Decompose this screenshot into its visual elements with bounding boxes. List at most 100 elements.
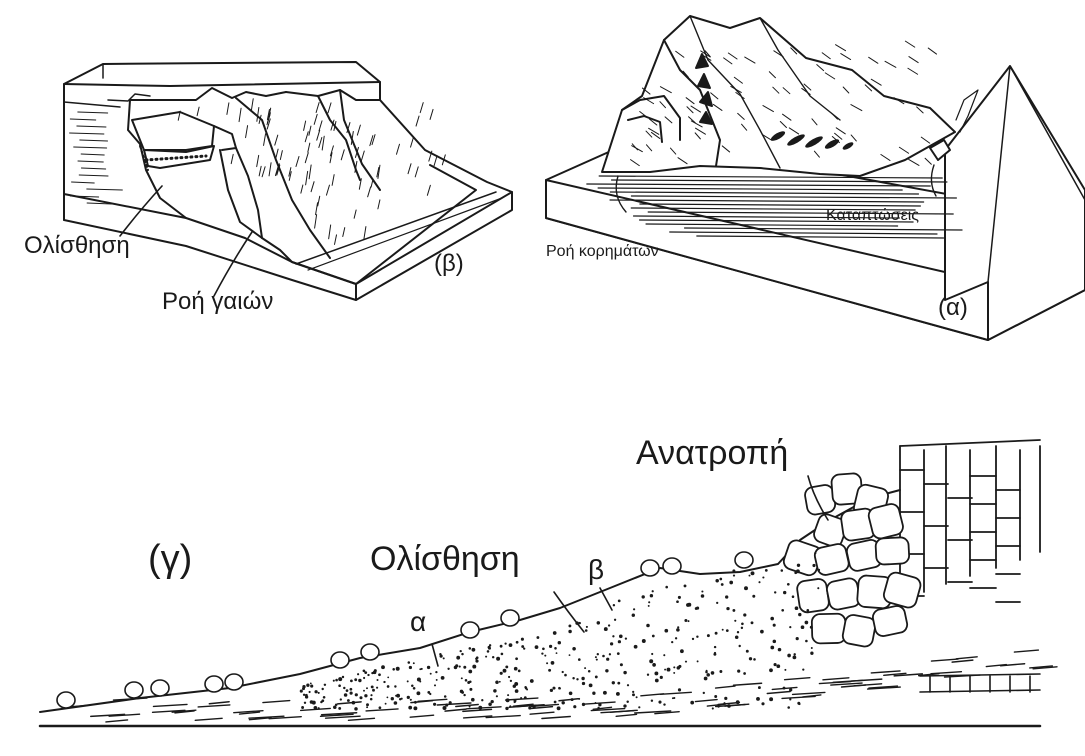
sediment-dot <box>391 697 394 700</box>
sediment-dot <box>677 626 679 628</box>
sediment-dot <box>705 671 708 674</box>
sediment-dot <box>703 692 705 694</box>
grass-stroke <box>368 187 371 197</box>
sediment-dot <box>701 590 703 592</box>
sediment-dot <box>776 664 780 668</box>
sediment-dot <box>363 690 365 692</box>
strata-stroke <box>81 154 104 155</box>
sediment-dot <box>500 645 503 648</box>
sediment-dot <box>376 687 378 689</box>
grass-stroke <box>197 107 199 115</box>
sediment-dot <box>491 700 494 703</box>
sediment-dot <box>413 662 415 664</box>
sediment-dot <box>761 702 764 705</box>
sediment-dot <box>818 569 820 571</box>
grass-stroke <box>318 196 320 206</box>
grass-stroke <box>319 121 322 131</box>
sediment-dot <box>664 669 666 671</box>
sediment-dot <box>366 703 369 706</box>
strata-stroke <box>81 168 105 169</box>
grass-stroke <box>378 200 380 209</box>
boulder <box>663 558 681 574</box>
strata-stroke <box>823 678 849 680</box>
sediment-dot <box>416 691 420 695</box>
sediment-dot <box>481 699 483 701</box>
grass-stroke <box>309 165 311 179</box>
sediment-dot <box>770 646 774 650</box>
sediment-dot <box>673 666 675 668</box>
brick-line <box>920 690 1040 692</box>
sediment-dot <box>338 707 341 710</box>
grass-stroke <box>301 185 303 193</box>
boulder <box>205 676 223 692</box>
grass-stroke <box>420 103 423 113</box>
strata-stroke <box>79 175 108 176</box>
sediment-dot <box>684 584 687 587</box>
sediment-dot <box>697 660 699 662</box>
strata-stroke <box>956 657 977 659</box>
sediment-dot <box>623 671 626 674</box>
sediment-dot <box>686 603 690 607</box>
grass-stroke <box>415 167 418 177</box>
sediment-dot <box>649 659 653 663</box>
grass-stroke <box>411 137 414 147</box>
sediment-dot <box>303 694 305 696</box>
sediment-dot <box>667 668 671 672</box>
label-gamma-toppling: Ανατροπή <box>636 436 788 470</box>
sediment-dot <box>609 653 611 655</box>
sediment-dot <box>642 595 645 598</box>
sediment-dot <box>305 695 308 698</box>
panel-tag-beta: (β) <box>434 252 464 276</box>
sediment-dot <box>715 632 718 635</box>
boulder <box>735 552 753 568</box>
sediment-dot <box>554 701 557 704</box>
strata-stroke <box>772 687 797 689</box>
sediment-dot <box>463 666 466 669</box>
sediment-dot <box>650 594 653 597</box>
grass-stroke <box>408 164 411 174</box>
strata-stroke <box>78 112 108 113</box>
sediment-dot <box>371 685 374 688</box>
sediment-dot <box>572 647 576 651</box>
sediment-dot <box>515 689 519 693</box>
sediment-dot <box>769 697 773 701</box>
texture-stroke <box>909 159 919 165</box>
sediment-dot <box>507 694 509 696</box>
sediment-dot <box>676 628 680 632</box>
strata-stroke <box>87 189 123 190</box>
sediment-dot <box>696 635 698 637</box>
sediment-dot <box>301 706 304 709</box>
sediment-dot <box>678 665 681 668</box>
sediment-dot <box>770 617 774 621</box>
sediment-dot <box>811 647 813 649</box>
strata-stroke <box>833 680 863 682</box>
sediment-dot <box>616 692 620 696</box>
sediment-dot <box>492 656 494 658</box>
sediment-dot <box>783 591 786 594</box>
sediment-dot <box>612 635 614 637</box>
grass-stroke <box>262 167 265 177</box>
sediment-dot <box>370 698 373 701</box>
sediment-dot <box>344 693 348 697</box>
strata-stroke <box>793 692 825 694</box>
sediment-dot <box>310 685 313 688</box>
sediment-dot <box>312 701 316 705</box>
sediment-dot <box>654 671 658 675</box>
sediment-dot <box>354 678 357 681</box>
sediment-dot <box>739 645 741 647</box>
toppled-block <box>812 614 846 644</box>
sediment-dot <box>619 634 623 638</box>
sediment-dot <box>634 645 638 649</box>
sediment-dot <box>503 669 507 673</box>
sediment-dot <box>638 706 640 708</box>
sediment-dot <box>358 679 361 682</box>
sediment-dot <box>544 655 546 657</box>
sediment-dot <box>410 699 412 701</box>
boulder <box>461 622 479 638</box>
sediment-dot <box>304 702 306 704</box>
sediment-dot <box>746 650 749 653</box>
cross-section-gamma <box>40 440 1057 726</box>
sediment-dot <box>648 601 650 603</box>
sediment-dot <box>521 645 524 648</box>
